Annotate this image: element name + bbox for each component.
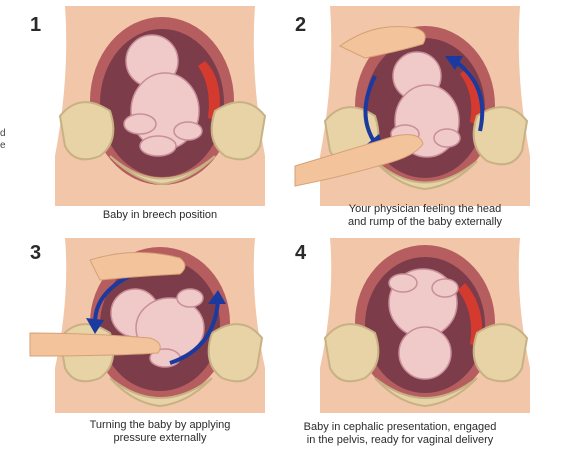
breech-illustration <box>40 6 280 206</box>
panel-1: 1 Baby in breech position <box>40 6 280 231</box>
panel-caption: Your physician feeling the head and rump… <box>295 203 555 229</box>
caption-line: Your physician feeling the head <box>295 203 555 216</box>
panel-4: 4 Baby in cephalic presentation, engaged… <box>305 238 545 457</box>
cephalic-illustration <box>305 238 545 413</box>
panel-3: 3 Turning the baby by applying pressure … <box>40 238 280 457</box>
caption-line: Baby in breech position <box>30 209 290 222</box>
panel-caption: Baby in cephalic presentation, engaged i… <box>250 421 550 447</box>
turning-illustration <box>40 238 280 413</box>
panel-caption: Baby in breech position <box>30 209 290 222</box>
palpation-illustration <box>305 6 545 206</box>
panel-2: 2 Your physician feeling the head and ru… <box>305 6 545 231</box>
caption-line: in the pelvis, ready for vaginal deliver… <box>250 434 550 447</box>
margin-fragment-1: d <box>0 128 6 139</box>
caption-line: and rump of the baby externally <box>295 216 555 229</box>
caption-line: Baby in cephalic presentation, engaged <box>250 421 550 434</box>
margin-fragment-2: e <box>0 140 6 151</box>
margin-fragment: d e <box>0 128 6 152</box>
